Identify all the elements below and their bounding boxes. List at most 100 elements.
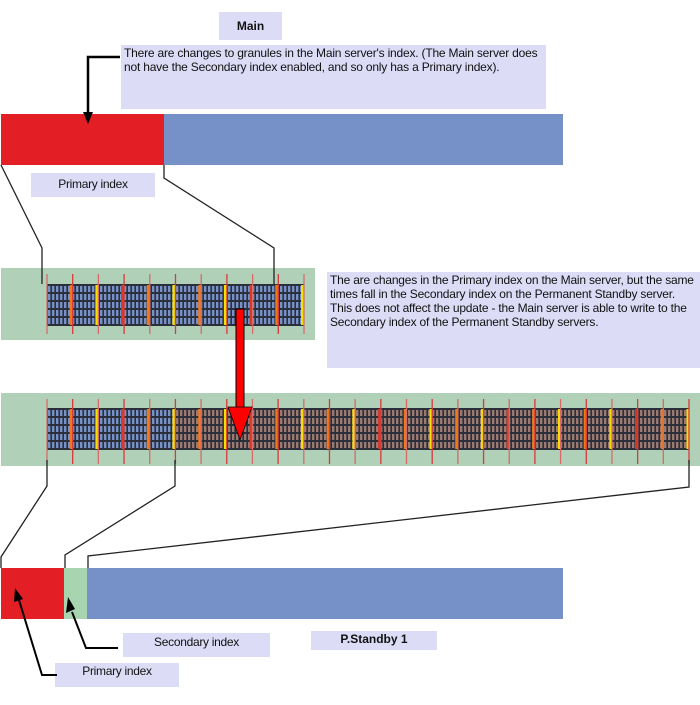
granule-cell (64, 286, 67, 292)
granule-cell (68, 286, 71, 292)
granule-cell (428, 418, 431, 424)
granule-cell (48, 434, 51, 440)
granule-cell (80, 418, 83, 424)
granule-cell (184, 418, 187, 424)
granule-cell (196, 294, 199, 300)
granule-cell (536, 442, 539, 448)
granule-cell (60, 318, 63, 324)
granule-cell (92, 418, 95, 424)
granule-cell (364, 442, 367, 448)
granule-cell (52, 418, 55, 424)
granule-cell (436, 410, 439, 416)
granule-cell (372, 442, 375, 448)
granule-cell (492, 442, 495, 448)
granule-cell (504, 410, 507, 416)
granule-cell (128, 318, 131, 324)
granule-cell (64, 410, 67, 416)
granule-marker (378, 409, 382, 449)
granule-cell (500, 442, 503, 448)
granule-cell (600, 434, 603, 440)
granule-cell (192, 434, 195, 440)
granule-cell (512, 442, 515, 448)
granule-cell (68, 410, 71, 416)
granule-cell (644, 426, 647, 432)
granule-cell (56, 310, 59, 316)
granule-cell (100, 302, 103, 308)
granule-cell (208, 310, 211, 316)
granule-cell (220, 410, 223, 416)
granule-cell (548, 434, 551, 440)
granule-cell (620, 426, 623, 432)
granule-cell (56, 302, 59, 308)
granule-cell (528, 418, 531, 424)
granule-cell (420, 426, 423, 432)
granule-cell (536, 418, 539, 424)
granule-cell (116, 434, 119, 440)
granule-cell (236, 286, 239, 292)
granule-cell (452, 426, 455, 432)
granule-cell (484, 418, 487, 424)
granule-cell (664, 426, 667, 432)
granule-cell (420, 418, 423, 424)
granule-cell (108, 318, 111, 324)
granule-cell (264, 294, 267, 300)
granule-cell (612, 410, 615, 416)
granule-cell (616, 418, 619, 424)
granule-cell (652, 418, 655, 424)
granule-cell (252, 410, 255, 416)
granule-cell (228, 426, 231, 432)
granule-cell (264, 434, 267, 440)
granule-cell (288, 286, 291, 292)
granule-cell (288, 426, 291, 432)
granule-cell (176, 442, 179, 448)
granule-cell (292, 426, 295, 432)
granule-cell (648, 426, 651, 432)
granule-cell (144, 302, 147, 308)
granule-cell (472, 434, 475, 440)
granule-cell (284, 318, 287, 324)
granule-cell (596, 434, 599, 440)
granule-cell (552, 418, 555, 424)
granule-cell (472, 426, 475, 432)
granule-cell (376, 418, 379, 424)
granule-cell (84, 310, 87, 316)
granule-cell (212, 434, 215, 440)
granule-cell (196, 418, 199, 424)
granule-cell (320, 442, 323, 448)
granule-cell (212, 442, 215, 448)
granule-cell (248, 318, 251, 324)
granule-cell (164, 426, 167, 432)
granule-marker (480, 409, 484, 449)
granule-cell (184, 434, 187, 440)
granule-cell (280, 302, 283, 308)
granule-cell (64, 310, 67, 316)
granule-cell (588, 418, 591, 424)
granule-cell (164, 286, 167, 292)
granule-cell (412, 410, 415, 416)
granule-cell (332, 426, 335, 432)
granule-cell (144, 434, 147, 440)
granule-cell (428, 426, 431, 432)
granule-cell (296, 310, 299, 316)
granule-cell (144, 318, 147, 324)
granule-cell (432, 426, 435, 432)
granule-cell (416, 426, 419, 432)
secondary-label-arrow (71, 611, 118, 649)
granule-cell (104, 302, 107, 308)
granule-cell (628, 442, 631, 448)
granule-cell (260, 294, 263, 300)
granule-cell (592, 434, 595, 440)
granule-cell (188, 418, 191, 424)
granule-cell (156, 318, 159, 324)
granule-cell (424, 426, 427, 432)
granule-cell (140, 310, 143, 316)
granule-cell (340, 434, 343, 440)
granule-cell (156, 434, 159, 440)
granule-cell (160, 418, 163, 424)
granule-cell (288, 418, 291, 424)
granule-cell (100, 310, 103, 316)
granule-cell (576, 434, 579, 440)
granule-cell (232, 318, 235, 324)
granule-cell (188, 286, 191, 292)
zoom-line-right-2 (87, 460, 690, 568)
